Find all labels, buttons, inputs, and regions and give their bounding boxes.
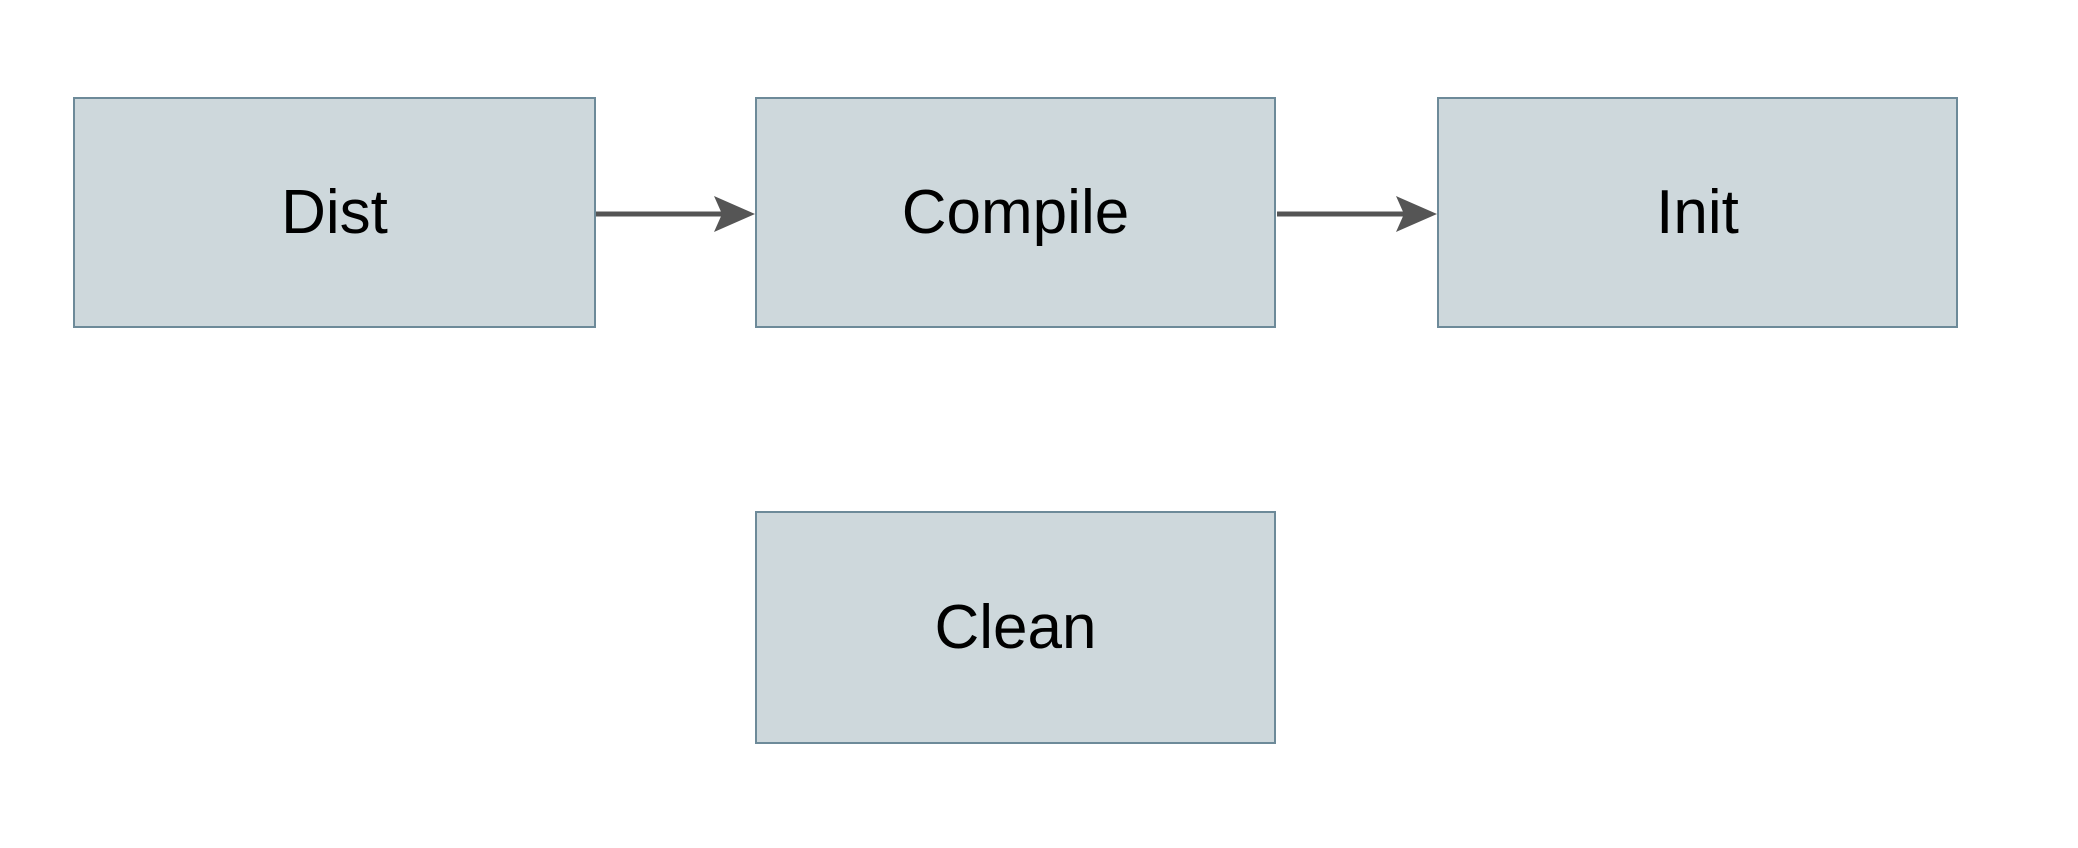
edge-compile-to-init[interactable] [1277, 196, 1437, 232]
node-init[interactable]: Init [1437, 97, 1958, 328]
arrowhead-dist-to-compile[interactable] [714, 196, 755, 232]
node-compile[interactable]: Compile [755, 97, 1276, 328]
edge-dist-to-compile[interactable] [596, 196, 755, 232]
node-label-clean: Clean [934, 592, 1097, 662]
node-clean[interactable]: Clean [755, 511, 1276, 744]
arrowhead-compile-to-init[interactable] [1396, 196, 1437, 232]
node-label-init: Init [1656, 177, 1739, 247]
node-dist[interactable]: Dist [73, 97, 596, 328]
node-label-dist: Dist [281, 177, 388, 247]
node-label-compile: Compile [901, 177, 1130, 247]
